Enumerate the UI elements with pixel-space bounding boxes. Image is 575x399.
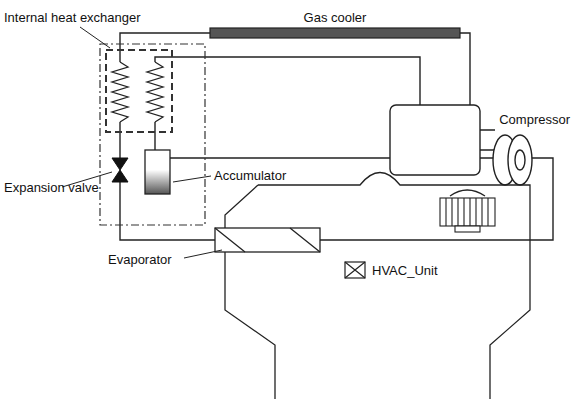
heat-exchanger-coils	[112, 62, 163, 122]
heat-exchanger-outline	[106, 50, 172, 132]
hvac-housing	[225, 173, 530, 399]
blower-fan	[440, 198, 495, 232]
hvac-unit-label: HVAC_Unit	[372, 263, 438, 278]
pipes	[120, 33, 553, 240]
heater-symbol	[345, 262, 365, 278]
leader-lines	[62, 27, 222, 258]
expansion-valve-label: Expansion valve	[4, 180, 99, 195]
gas-cooler-bar	[210, 28, 460, 38]
accumulator-tank	[145, 150, 170, 194]
compressor-label: Compressor	[499, 112, 570, 127]
accumulator-label: Accumulator	[214, 168, 286, 183]
expansion-valve-symbol	[112, 158, 128, 182]
evaporator-label: Evaporator	[108, 252, 172, 267]
gas-cooler-label: Gas cooler	[304, 10, 367, 25]
dash-dot-module-outline	[100, 44, 205, 225]
evaporator-core	[215, 228, 320, 252]
heat-exchanger-label: Internal heat exchanger	[4, 10, 141, 25]
